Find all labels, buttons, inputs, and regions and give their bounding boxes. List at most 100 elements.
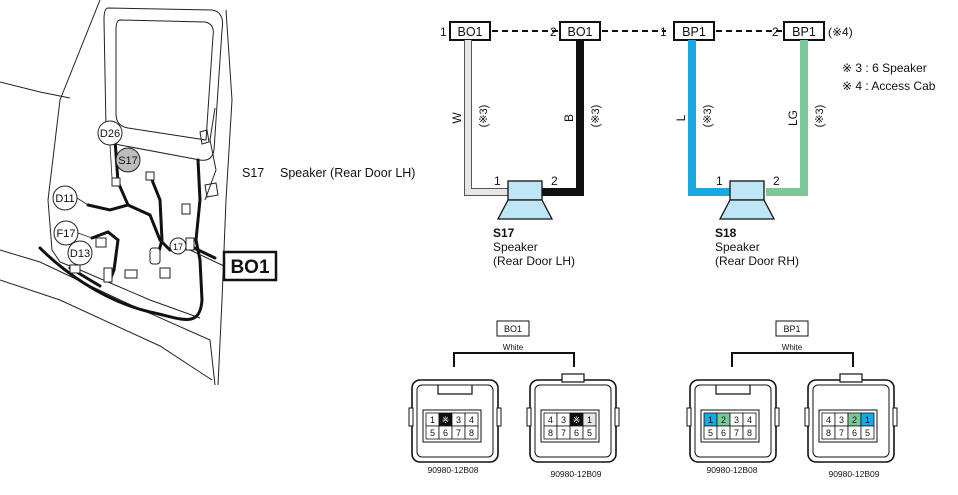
svg-text:BO1: BO1 xyxy=(504,324,522,334)
pin-label: 2 xyxy=(721,415,726,425)
svg-text:(Rear Door RH): (Rear Door RH) xyxy=(715,254,799,268)
svg-text:1: 1 xyxy=(494,174,501,188)
wire-l-note: (※3) xyxy=(702,105,714,128)
bo1-left-part: 90980-12B08 xyxy=(427,465,478,475)
svg-text:2: 2 xyxy=(773,174,780,188)
svg-text:Speaker: Speaker xyxy=(493,240,538,254)
pin-label: 1 xyxy=(587,415,592,425)
connector-latch xyxy=(839,373,863,383)
pin-label: 1 xyxy=(708,415,713,425)
pin-label: 1 xyxy=(430,415,435,425)
pin-label: 7 xyxy=(561,428,566,438)
svg-text:1: 1 xyxy=(440,25,447,39)
pin-label: 3 xyxy=(839,415,844,425)
pin-label: 6 xyxy=(443,428,448,438)
callout-f17: F17 xyxy=(53,220,79,246)
bp1-note: (※4) xyxy=(828,25,853,39)
svg-text:S18: S18 xyxy=(715,226,737,240)
connector-notch xyxy=(526,407,532,427)
pin-label: 4 xyxy=(747,415,752,425)
svg-text:1: 1 xyxy=(716,174,723,188)
bo1-location-label: BO1 xyxy=(222,250,278,282)
wire-l-label: L xyxy=(674,114,688,121)
svg-text:(Rear Door LH): (Rear Door LH) xyxy=(493,254,575,268)
wire-w xyxy=(464,40,508,196)
wire-l xyxy=(688,40,730,196)
connector-latch xyxy=(715,385,751,395)
svg-text:2: 2 xyxy=(772,25,779,39)
svg-text:S17: S17 xyxy=(118,155,138,167)
harness-connectors xyxy=(69,171,195,283)
svg-text:F17: F17 xyxy=(57,228,76,240)
pin-label: 5 xyxy=(708,428,713,438)
pin-label: 8 xyxy=(469,428,474,438)
connector-notch xyxy=(892,407,898,427)
bp1-connector-view: BP1 White xyxy=(731,320,854,367)
pin-label: 5 xyxy=(587,428,592,438)
svg-text:BP1: BP1 xyxy=(682,25,706,39)
pin-label: 7 xyxy=(734,428,739,438)
pin-label: 1 xyxy=(865,415,870,425)
svg-text:D11: D11 xyxy=(55,193,74,205)
wire-b-note: (※3) xyxy=(590,105,602,128)
svg-text:S17: S17 xyxy=(493,226,515,240)
connector-bo1-pin1: 1 BO1 xyxy=(440,21,491,41)
wire-lg-note: (※3) xyxy=(814,105,826,128)
pin-label: 7 xyxy=(839,428,844,438)
note-3: ※ 3 : 6 Speaker xyxy=(842,61,927,75)
svg-text:2: 2 xyxy=(551,174,558,188)
pin-label: 2 xyxy=(852,415,857,425)
connector-notch xyxy=(614,407,620,427)
pin-cell xyxy=(860,425,875,440)
pin-cell xyxy=(464,425,479,440)
bp1-right-part: 90980-12B09 xyxy=(828,469,879,479)
wire-b-label: B xyxy=(562,114,576,122)
svg-text:BP1: BP1 xyxy=(792,25,816,39)
connector-notch xyxy=(496,407,502,427)
pin-label: 7 xyxy=(456,428,461,438)
pin-label: 4 xyxy=(826,415,831,425)
pin-label: ※ xyxy=(573,415,581,425)
wire-lg xyxy=(766,40,808,196)
location-legend-code: S17 xyxy=(242,166,264,180)
svg-text:17: 17 xyxy=(173,242,183,252)
wire-b xyxy=(542,40,584,196)
svg-text:BO1: BO1 xyxy=(230,257,270,278)
pin-label: 5 xyxy=(430,428,435,438)
speaker-s17: 1 2 S17 Speaker (Rear Door LH) xyxy=(493,174,575,268)
pin-label: 3 xyxy=(561,415,566,425)
connector-inner-wall xyxy=(812,384,890,458)
pin-cell xyxy=(742,425,757,440)
connector-latch xyxy=(437,385,473,395)
connector-notch xyxy=(774,407,780,427)
callout-s17: S17 xyxy=(115,147,141,173)
pin-label: 8 xyxy=(548,428,553,438)
svg-text:BO1: BO1 xyxy=(567,25,592,39)
pin-cell xyxy=(582,425,597,440)
connector-notch xyxy=(408,407,414,427)
wire-lg-label: LG xyxy=(786,110,800,126)
pin-label: 4 xyxy=(469,415,474,425)
svg-text:White: White xyxy=(782,343,803,352)
svg-text:Speaker: Speaker xyxy=(715,240,760,254)
speaker-s18: 1 2 S18 Speaker (Rear Door RH) xyxy=(715,174,799,268)
pin-label: 6 xyxy=(852,428,857,438)
pin-label: 5 xyxy=(865,428,870,438)
svg-text:BO1: BO1 xyxy=(457,25,482,39)
pin-label: ※ xyxy=(442,415,450,425)
pin-label: 3 xyxy=(734,415,739,425)
connector-notch xyxy=(686,407,692,427)
svg-text:2: 2 xyxy=(550,25,557,39)
pin-label: 8 xyxy=(747,428,752,438)
connector-inner-wall xyxy=(416,384,494,458)
callout-d26: D26 xyxy=(97,120,123,146)
connector-inner-wall xyxy=(534,384,612,458)
callout-d11: D11 xyxy=(52,185,78,211)
svg-text:1: 1 xyxy=(660,25,667,39)
wire-w-note: (※3) xyxy=(478,105,490,128)
